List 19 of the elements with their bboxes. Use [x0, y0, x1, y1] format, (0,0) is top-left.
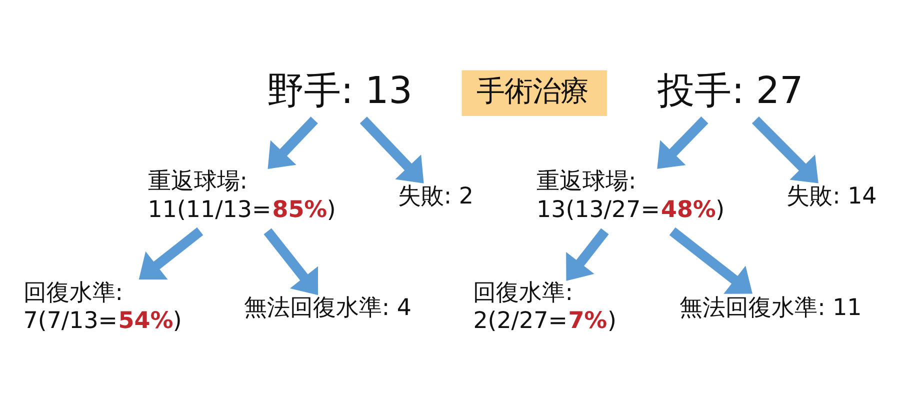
node-text: 失敗: 2 [398, 184, 474, 210]
node-text: 回復水準: 7(7/13=54%) [23, 280, 182, 334]
node-text: 無法回復水準: 4 [244, 295, 412, 322]
arrow [138, 227, 204, 280]
node-box: 手術治療 [462, 70, 607, 116]
node-text: 投手: 27 [658, 69, 804, 112]
arrow [264, 228, 318, 296]
node-text: 失敗: 14 [786, 184, 877, 210]
node-text: 回復水準: 2(2/27=7%) [473, 280, 616, 334]
node-text: 重返球場: 11(11/13=85%) [148, 168, 336, 223]
arrow [657, 116, 708, 169]
node-text: 無法回復水準: 11 [680, 295, 862, 322]
arrow [752, 116, 818, 184]
node-text: 野手: 13 [266, 69, 412, 112]
arrow [669, 227, 752, 294]
arrow [566, 228, 609, 281]
arrow [268, 116, 318, 169]
arrow [360, 116, 424, 184]
node-text: 重返球場: 13(13/27=48%) [536, 168, 725, 223]
